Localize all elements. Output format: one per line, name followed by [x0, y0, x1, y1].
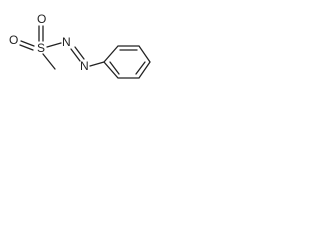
structure-drawing: O S O N N [9, 12, 151, 79]
bond-s-o-left-b [19, 44, 34, 51]
benzene-double-bond-2 [135, 61, 146, 75]
bond-n-n-b [74, 46, 85, 60]
bond-s-n [46, 42, 62, 48]
atom-oxygen-top: O [37, 12, 46, 26]
benzene-ring [103, 45, 151, 79]
bond-s-methyl [42, 53, 56, 70]
atom-sulfur: S [37, 41, 45, 55]
bond-n-phenyl [89, 61, 105, 67]
atom-nitrogen-1: N [62, 35, 71, 49]
atom-oxygen-left: O [9, 33, 18, 47]
molecule-structure: O S O N N [0, 0, 170, 106]
bond-n-n-a [70, 48, 81, 62]
atom-nitrogen-2: N [80, 59, 89, 73]
benzene-double-bond-3 [109, 61, 120, 75]
bond-s-o-left-a [20, 40, 35, 47]
